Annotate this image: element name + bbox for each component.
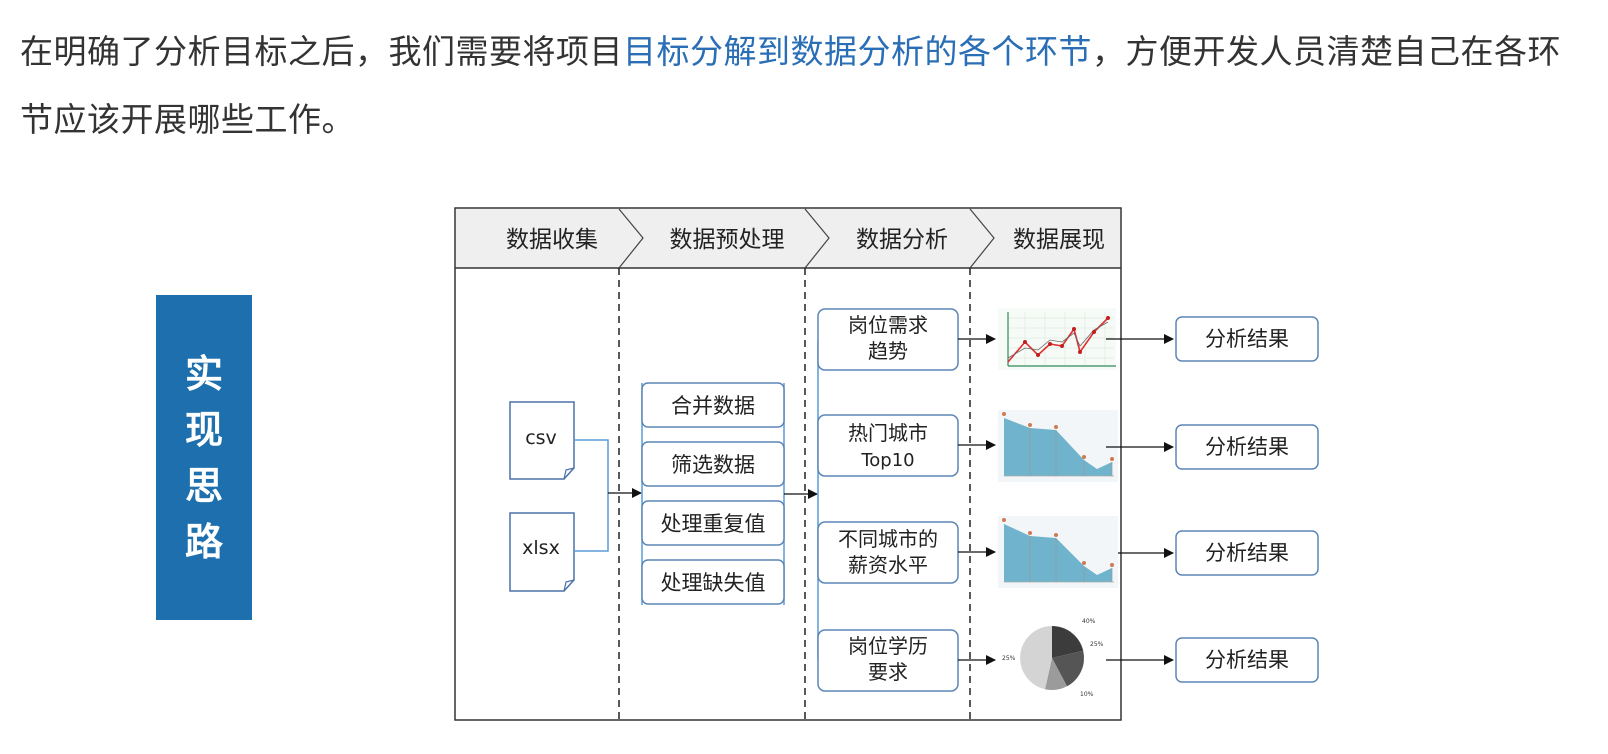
- stage-title-preprocess: 数据预处理: [670, 227, 785, 253]
- svg-text:处理重复值: 处理重复值: [661, 512, 766, 536]
- svg-text:薪资水平: 薪资水平: [848, 553, 928, 577]
- implementation-label: 实 现 思 路: [156, 295, 252, 620]
- side-char-2: 现: [184, 407, 223, 452]
- analysis-education: 岗位学历 要求: [817, 629, 959, 692]
- svg-text:合并数据: 合并数据: [671, 394, 755, 418]
- svg-text:岗位需求: 岗位需求: [848, 313, 928, 337]
- svg-text:不同城市的: 不同城市的: [838, 527, 938, 551]
- svg-text:筛选数据: 筛选数据: [671, 453, 755, 477]
- svg-text:趋势: 趋势: [868, 339, 908, 363]
- svg-text:热门城市: 热门城市: [848, 421, 928, 445]
- xlsx-label: xlsx: [522, 537, 560, 559]
- area-chart-thumbnail-1: [998, 410, 1118, 482]
- area-chart-thumbnail-2: [998, 516, 1118, 588]
- side-char-4: 路: [184, 519, 223, 564]
- line-chart-thumbnail: [998, 308, 1116, 370]
- preprocess-filter: 筛选数据: [641, 441, 785, 487]
- csv-file-icon: csv: [509, 401, 575, 480]
- xlsx-file-icon: xlsx: [509, 512, 575, 592]
- result-box-2: 分析结果: [1175, 424, 1319, 470]
- result-box-4: 分析结果: [1175, 637, 1319, 683]
- stage-title-analysis: 数据分析: [856, 227, 948, 253]
- csv-label: csv: [525, 427, 557, 449]
- preprocess-merge: 合并数据: [641, 382, 785, 428]
- pie-label-25-left: 25%: [1002, 655, 1016, 662]
- intro-text-2: ，方便开发人员清楚自己在各环节应该开展哪些工作。: [20, 32, 1561, 139]
- pie-chart-thumbnail: 40% 25% 25% 10%: [1002, 618, 1104, 698]
- svg-text:Top10: Top10: [860, 450, 914, 471]
- svg-text:要求: 要求: [868, 660, 908, 684]
- svg-text:分析结果: 分析结果: [1205, 327, 1289, 351]
- stage-title-collect: 数据收集: [506, 227, 598, 253]
- svg-text:分析结果: 分析结果: [1205, 541, 1289, 565]
- pie-label-10: 10%: [1080, 691, 1094, 698]
- svg-text:处理缺失值: 处理缺失值: [661, 571, 766, 595]
- analysis-demand-trend: 岗位需求 趋势: [817, 308, 959, 371]
- svg-text:岗位学历: 岗位学历: [848, 634, 928, 658]
- result-box-1: 分析结果: [1175, 316, 1319, 362]
- analysis-city-salary: 不同城市的 薪资水平: [817, 521, 959, 584]
- intro-paragraph: 在明确了分析目标之后，我们需要将项目目标分解到数据分析的各个环节，方便开发人员清…: [20, 18, 1590, 154]
- diagram-header: [456, 209, 1120, 268]
- preprocess-duplicates: 处理重复值: [641, 500, 785, 546]
- side-char-3: 思: [184, 463, 223, 508]
- analysis-top-cities: 热门城市 Top10: [817, 414, 959, 477]
- svg-text:分析结果: 分析结果: [1205, 435, 1289, 459]
- preprocess-missing: 处理缺失值: [641, 559, 785, 605]
- intro-highlight[interactable]: 目标分解到数据分析的各个环节: [623, 32, 1092, 71]
- intro-text-1: 在明确了分析目标之后，我们需要将项目: [20, 32, 623, 71]
- stage-title-display: 数据展现: [1013, 227, 1105, 253]
- pie-label-40: 40%: [1082, 618, 1096, 625]
- side-char-1: 实: [184, 351, 223, 396]
- result-box-3: 分析结果: [1175, 530, 1319, 576]
- pie-label-25-right: 25%: [1090, 641, 1104, 648]
- svg-text:分析结果: 分析结果: [1205, 648, 1289, 672]
